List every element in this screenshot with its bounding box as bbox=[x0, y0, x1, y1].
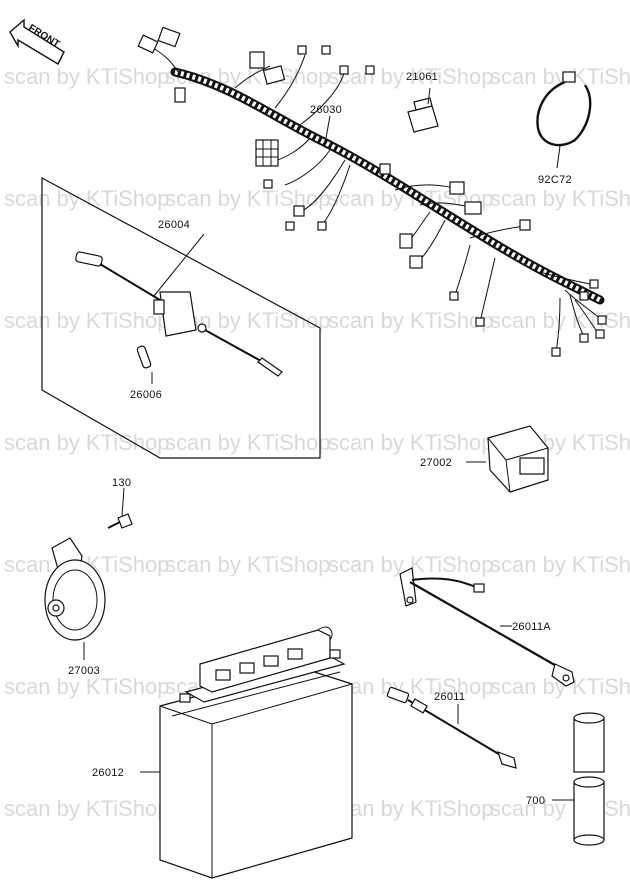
label-27003: 27003 bbox=[68, 665, 100, 677]
label-26030: 26030 bbox=[310, 104, 342, 116]
watermarks: scan by KTiShop scan by KTiShop scan by … bbox=[4, 64, 630, 821]
watermark: scan by KTiShop bbox=[4, 64, 170, 89]
label-92c72: 92C72 bbox=[538, 174, 572, 186]
label-26004: 26004 bbox=[158, 219, 190, 231]
watermark: scan by KTiShop bbox=[4, 186, 170, 211]
label-26011: 26011 bbox=[434, 691, 465, 703]
watermark: scan by KTiShop bbox=[328, 674, 494, 699]
tube-700: 700 bbox=[526, 712, 605, 846]
label-21061: 21061 bbox=[406, 71, 438, 83]
watermark: scan by KTiShop bbox=[4, 674, 170, 699]
watermark: scan by KTiShop bbox=[328, 308, 494, 333]
bolt-130: 130 bbox=[107, 477, 133, 529]
label-26006: 26006 bbox=[130, 389, 162, 401]
fuse-26006: 26006 bbox=[130, 345, 162, 401]
label-26011a: 26011A bbox=[512, 621, 551, 633]
label-27002: 27002 bbox=[420, 457, 452, 469]
watermark: scan by KTiShop bbox=[165, 430, 331, 455]
lead-26011: 26011 bbox=[386, 686, 517, 769]
watermark: scan by KTiShop bbox=[165, 552, 331, 577]
watermark: scan by KTiShop bbox=[328, 796, 494, 821]
watermark: scan by KTiShop bbox=[4, 430, 170, 455]
band-92c72: 92C72 bbox=[536, 71, 592, 186]
watermark: scan by KTiShop bbox=[328, 430, 494, 455]
lead-wire-26004: 26004 bbox=[75, 219, 283, 377]
relay-21061: 21061 bbox=[406, 71, 439, 133]
watermark: scan by KTiShop bbox=[4, 796, 170, 821]
horn-27003: 27003 bbox=[44, 537, 106, 677]
label-700: 700 bbox=[526, 795, 545, 807]
lead-26011a: 26011A bbox=[399, 567, 575, 687]
sub-assembly-panel bbox=[41, 176, 321, 459]
label-26012: 26012 bbox=[92, 767, 124, 779]
label-130: 130 bbox=[112, 477, 131, 489]
watermark: scan by KTiShop bbox=[328, 64, 494, 89]
wiring-harness bbox=[137, 26, 607, 357]
battery-26012: 26012 bbox=[92, 626, 353, 879]
regulator-27002: 27002 bbox=[420, 425, 549, 493]
watermark: scan by KTiShop bbox=[490, 186, 630, 211]
watermark: scan by KTiShop bbox=[490, 552, 630, 577]
front-arrow: FRONT bbox=[9, 18, 65, 65]
watermark: scan by KTiShop bbox=[4, 308, 170, 333]
watermark: scan by KTiShop bbox=[165, 186, 331, 211]
